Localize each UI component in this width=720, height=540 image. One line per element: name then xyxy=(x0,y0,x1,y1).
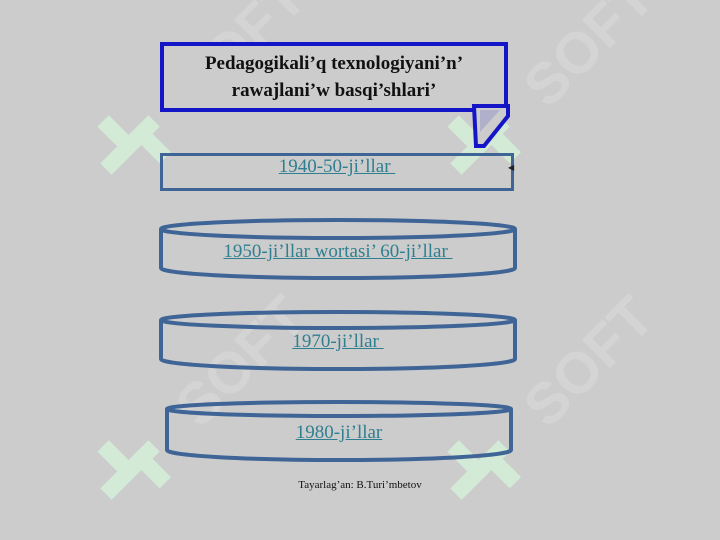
arrow-marker-icon: ◀ xyxy=(508,163,515,172)
stage-1940-box: 1940-50-ji’llar xyxy=(160,153,514,191)
stage-1980-link[interactable]: 1980-ji’llar xyxy=(295,422,383,443)
title-box: Pedagogikali’q texnologiyani’n’ rawajlan… xyxy=(160,42,508,112)
stage-1950-box: 1950-ji’llar wortasi’ 60-ji’llar xyxy=(158,216,518,282)
title-text: Pedagogikali’q texnologiyani’n’ rawajlan… xyxy=(204,53,464,101)
svg-text:SOFT: SOFT xyxy=(511,0,666,119)
author-credit: Tayarlag’an: B.Turi’mbetov xyxy=(298,479,422,491)
stage-1950-link[interactable]: 1950-ji’llar wortasi’ 60-ji’llar xyxy=(223,241,453,262)
stage-1980-box: 1980-ji’llar xyxy=(164,398,514,464)
svg-text:SOFT: SOFT xyxy=(511,284,666,439)
stage-1970-link[interactable]: 1970-ji’llar xyxy=(292,331,384,352)
stage-1970-box: 1970-ji’llar xyxy=(158,307,518,373)
folded-corner-icon xyxy=(471,104,510,148)
stage-1940-link[interactable]: 1940-50-ji’llar xyxy=(278,156,396,177)
